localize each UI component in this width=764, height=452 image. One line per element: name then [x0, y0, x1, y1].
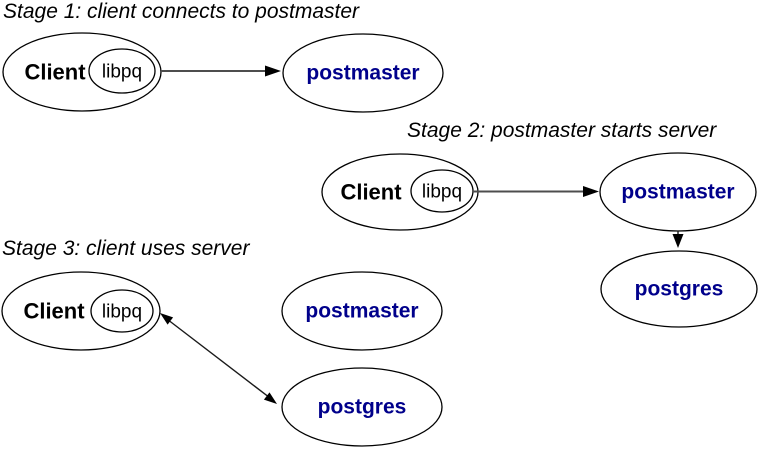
stage1-client-label: Client [24, 60, 86, 85]
stage1-arrow-client-to-postmaster [161, 65, 281, 77]
stage1-postmaster-label: postmaster [306, 62, 419, 85]
stage3-arrowhead-upleft-icon [160, 313, 174, 325]
stage3-double-arrow-shaft [162, 315, 275, 402]
stage2-postgres-node: postgres [600, 250, 758, 328]
stage1-client-node: Client libpq [2, 32, 162, 112]
stage2-postmaster-label: postmaster [621, 181, 734, 204]
stage2-postmaster-node: postmaster [599, 152, 757, 232]
stage1-group: Stage 1: client connects to postmaster C… [2, 0, 444, 113]
stage3-double-arrow-client-postgres [160, 313, 277, 404]
stage2-client-label: Client [340, 180, 402, 205]
stage3-group: Stage 3: client uses server Client libpq… [1, 237, 443, 447]
stage1-libpq-ellipse [88, 48, 156, 94]
stage2-arrow-client-to-postmaster [473, 186, 599, 197]
stage3-client-label: Client [23, 299, 85, 324]
stage2-arrowhead-right-icon [583, 186, 599, 197]
stage3-title: Stage 3: client uses server [2, 237, 250, 260]
stage2-arrowhead-down-icon [672, 234, 684, 248]
stage3-postgres-label: postgres [318, 396, 407, 419]
stage3-postmaster-label: postmaster [305, 300, 418, 323]
stage2-postgres-label: postgres [635, 278, 724, 301]
stage1-arrowhead-right-icon [265, 65, 281, 77]
stage2-group: Stage 2: postmaster starts server Client… [321, 119, 758, 328]
stage3-postgres-node: postgres [281, 367, 443, 447]
stage2-postgres-ellipse [600, 250, 758, 328]
stage1-postmaster-node: postmaster [282, 33, 444, 113]
stage1-title: Stage 1: client connects to postmaster [3, 0, 360, 23]
stage3-arrowhead-downright-icon [263, 392, 277, 404]
stage2-libpq-label: libpq [422, 182, 462, 203]
stage1-libpq-label: libpq [102, 62, 142, 83]
stage3-client-node: Client libpq [1, 271, 161, 351]
stage3-libpq-ellipse [90, 289, 154, 333]
stage2-title: Stage 2: postmaster starts server [407, 119, 717, 142]
stage2-client-node: Client libpq [321, 153, 479, 231]
stage1-postmaster-ellipse [282, 33, 444, 113]
stage2-arrow-postmaster-to-postgres [672, 231, 684, 248]
stage3-postmaster-node: postmaster [281, 271, 443, 351]
stage3-postgres-ellipse [281, 367, 443, 447]
stage3-libpq-label: libpq [102, 302, 142, 323]
stage3-postmaster-ellipse [281, 271, 443, 351]
